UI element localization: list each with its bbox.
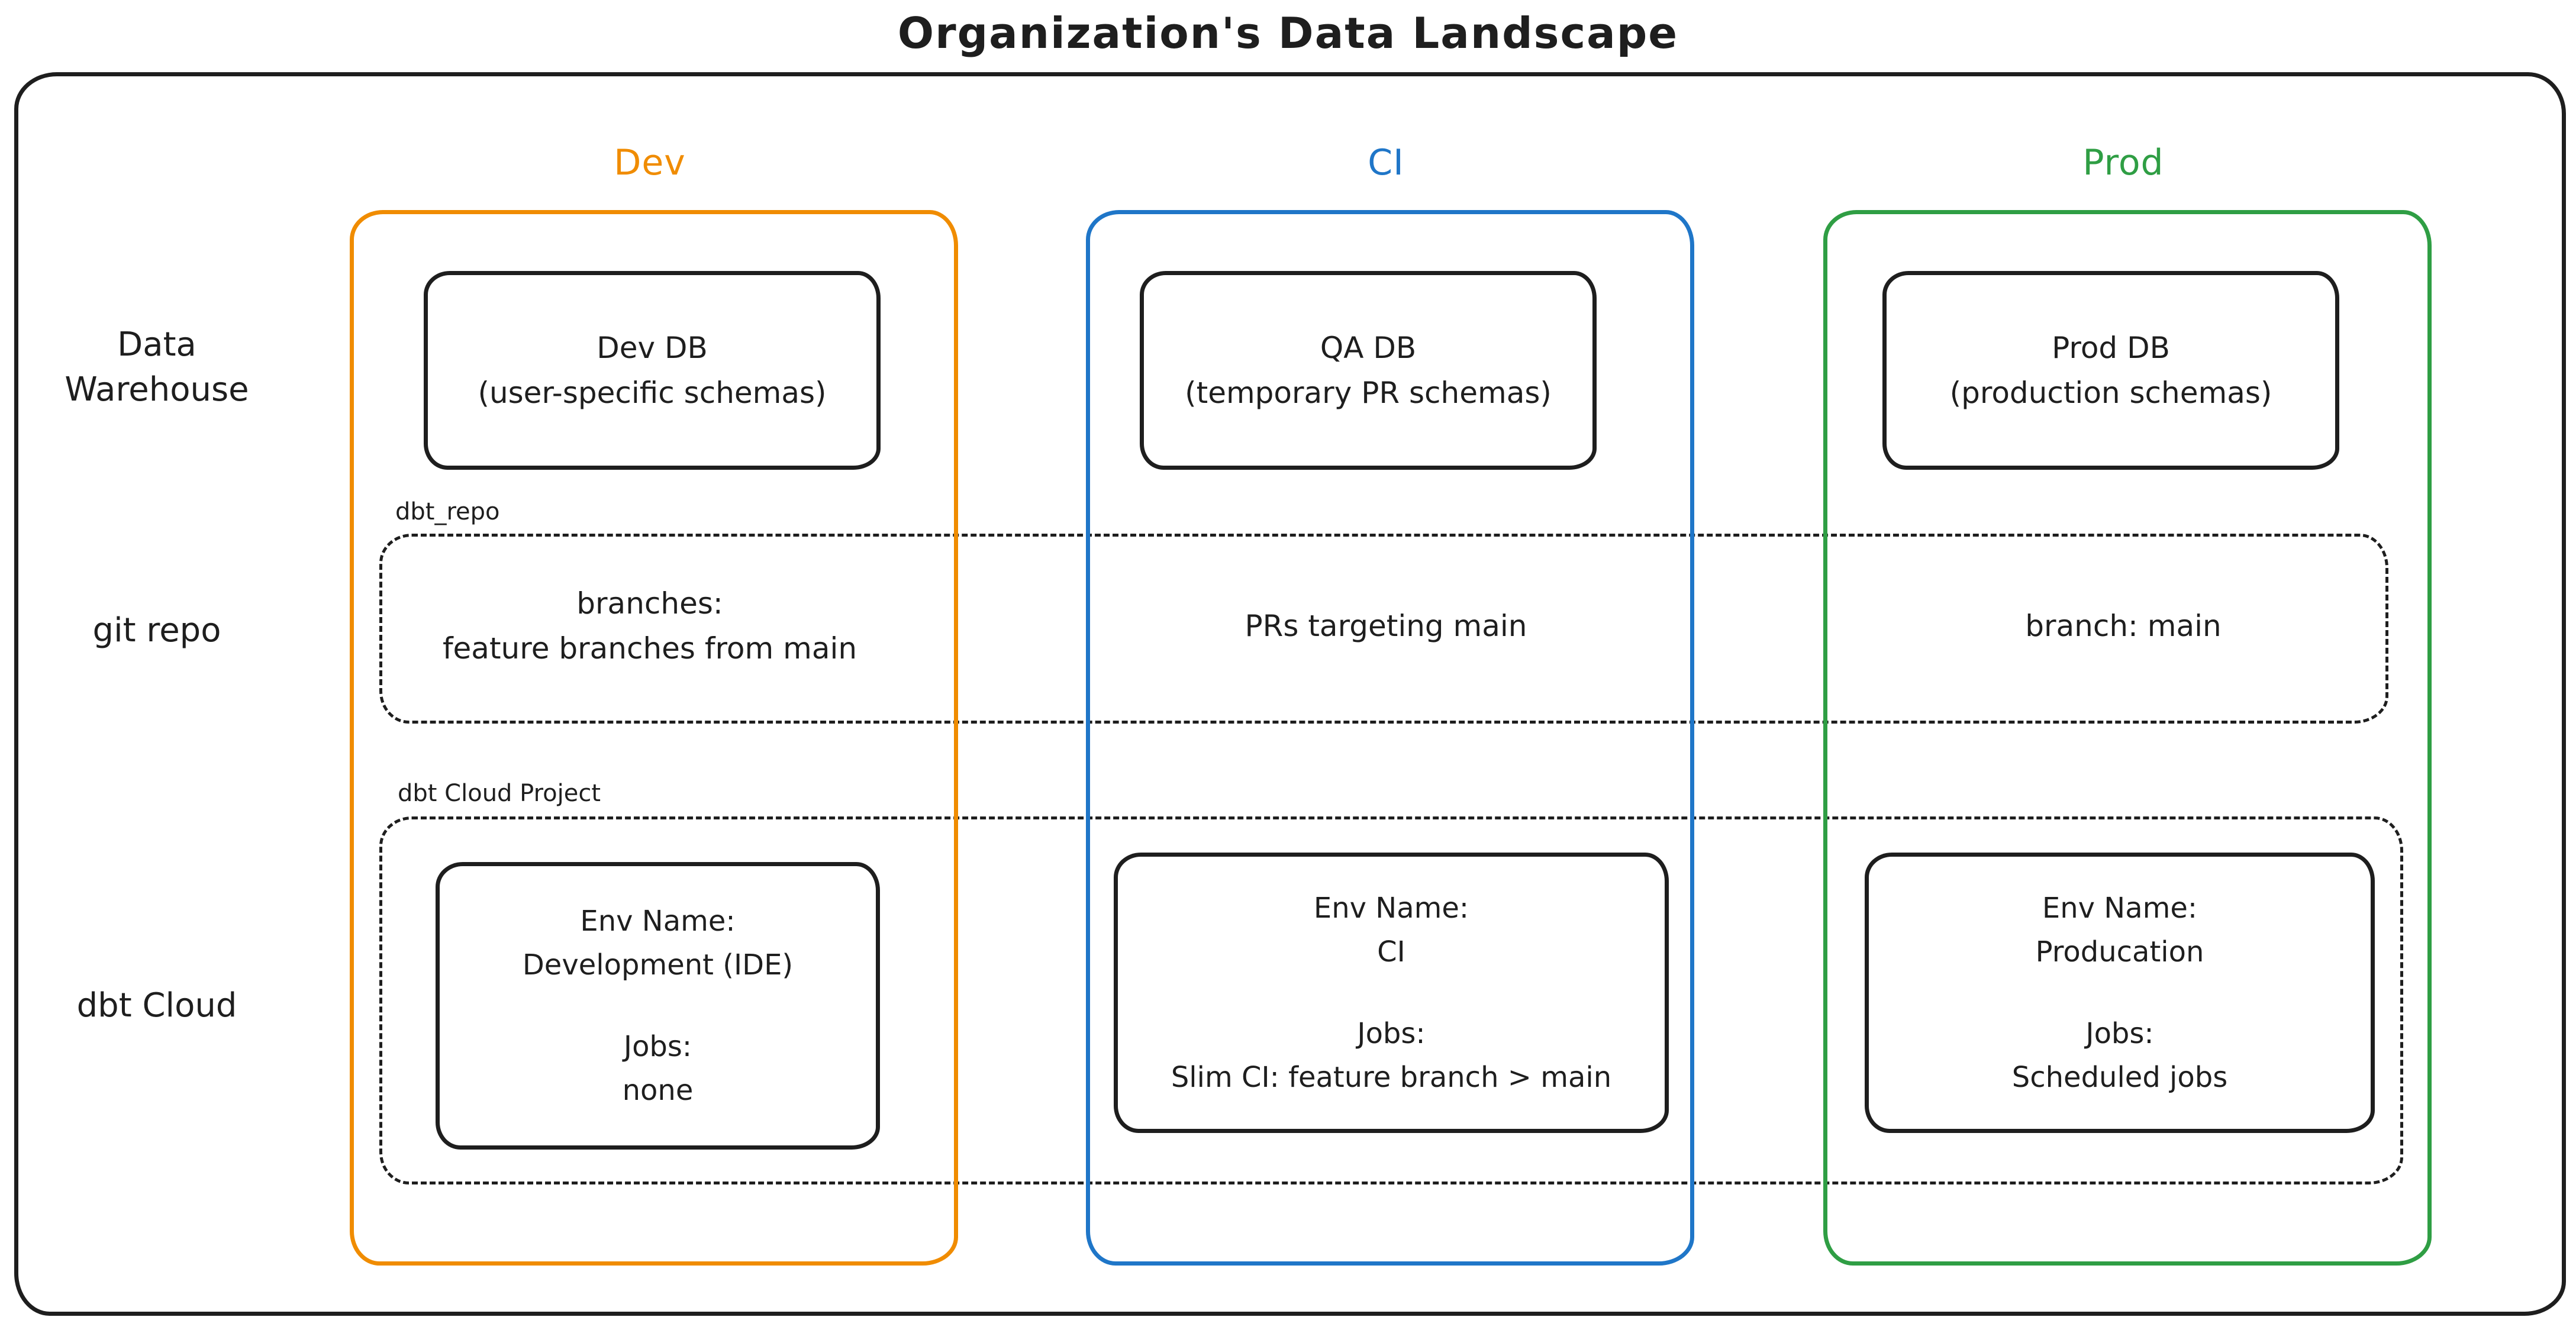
env-box-ci-env-name: CI (1377, 935, 1405, 969)
column-frame-dev (350, 210, 958, 1266)
dbt-cloud-project-dashed-box (379, 816, 2403, 1184)
env-box-prod: Env Name: Producation Jobs: Scheduled jo… (1865, 853, 2375, 1133)
column-header-dev: Dev (614, 142, 686, 183)
db-box-dev: Dev DB (user-specific schemas) (424, 271, 881, 470)
env-box-dev-env-label: Env Name: (580, 905, 736, 938)
db-box-qa-subtitle: (temporary PR schemas) (1185, 376, 1552, 410)
db-box-qa: QA DB (temporary PR schemas) (1140, 271, 1597, 470)
env-box-ci-jobs-stanza: Jobs: Slim CI: feature branch > main (1171, 1012, 1611, 1099)
env-box-prod-jobs-value: Scheduled jobs (2011, 1061, 2228, 1094)
db-box-prod-title: Prod DB (2052, 331, 2170, 365)
column-frame-prod (1823, 210, 2432, 1266)
column-header-ci: CI (1368, 142, 1404, 183)
env-box-ci-env-stanza: Env Name: CI (1314, 886, 1469, 974)
env-box-prod-env-stanza: Env Name: Producation (2036, 886, 2204, 974)
env-box-dev-jobs-stanza: Jobs: none (623, 1025, 694, 1112)
db-box-qa-title: QA DB (1320, 331, 1417, 365)
dbt-repo-dashed-box (379, 534, 2388, 724)
env-box-ci-jobs-label: Jobs: (1357, 1017, 1426, 1050)
env-box-dev: Env Name: Development (IDE) Jobs: none (436, 862, 880, 1150)
env-box-dev-env-stanza: Env Name: Development (IDE) (523, 899, 793, 987)
env-box-prod-env-label: Env Name: (2042, 892, 2198, 925)
page-title: Organization's Data Landscape (897, 8, 1679, 58)
db-box-dev-title: Dev DB (597, 331, 708, 365)
column-header-prod: Prod (2082, 142, 2164, 183)
repo-cell-ci-line1: PRs targeting main (1245, 608, 1527, 643)
repo-cell-prod-line1: branch: main (2025, 608, 2222, 643)
db-box-prod-subtitle: (production schemas) (1949, 376, 2272, 410)
db-box-prod: Prod DB (production schemas) (1882, 271, 2339, 470)
env-box-ci-env-label: Env Name: (1313, 892, 1469, 925)
row-label-dbt-cloud: dbt Cloud (76, 986, 237, 1025)
env-box-dev-env-name: Development (IDE) (522, 948, 794, 982)
env-box-dev-jobs-value: none (622, 1074, 694, 1107)
dbt-repo-label: dbt_repo (395, 498, 500, 525)
env-box-ci-jobs-value: Slim CI: feature branch > main (1171, 1061, 1612, 1094)
repo-cell-dev-line2: feature branches from main (442, 631, 857, 666)
env-box-dev-jobs-label: Jobs: (623, 1030, 692, 1063)
env-box-prod-env-name: Producation (2035, 935, 2204, 969)
column-frame-ci (1086, 210, 1694, 1266)
repo-cell-prod: branch: main (1823, 534, 2423, 718)
repo-cell-ci: PRs targeting main (1086, 534, 1686, 718)
env-box-ci: Env Name: CI Jobs: Slim CI: feature bran… (1114, 853, 1669, 1133)
dbt-cloud-project-label: dbt Cloud Project (398, 780, 601, 807)
env-box-prod-jobs-stanza: Jobs: Scheduled jobs (2012, 1012, 2227, 1099)
repo-cell-dev: branches: feature branches from main (350, 534, 950, 718)
outer-landscape-frame (14, 72, 2566, 1316)
row-label-data-warehouse: Data Warehouse (65, 325, 249, 409)
env-box-prod-jobs-label: Jobs: (2085, 1017, 2154, 1050)
row-label-git-repo: git repo (92, 611, 221, 650)
repo-cell-dev-line1: branches: (576, 586, 723, 621)
db-box-dev-subtitle: (user-specific schemas) (478, 376, 827, 410)
